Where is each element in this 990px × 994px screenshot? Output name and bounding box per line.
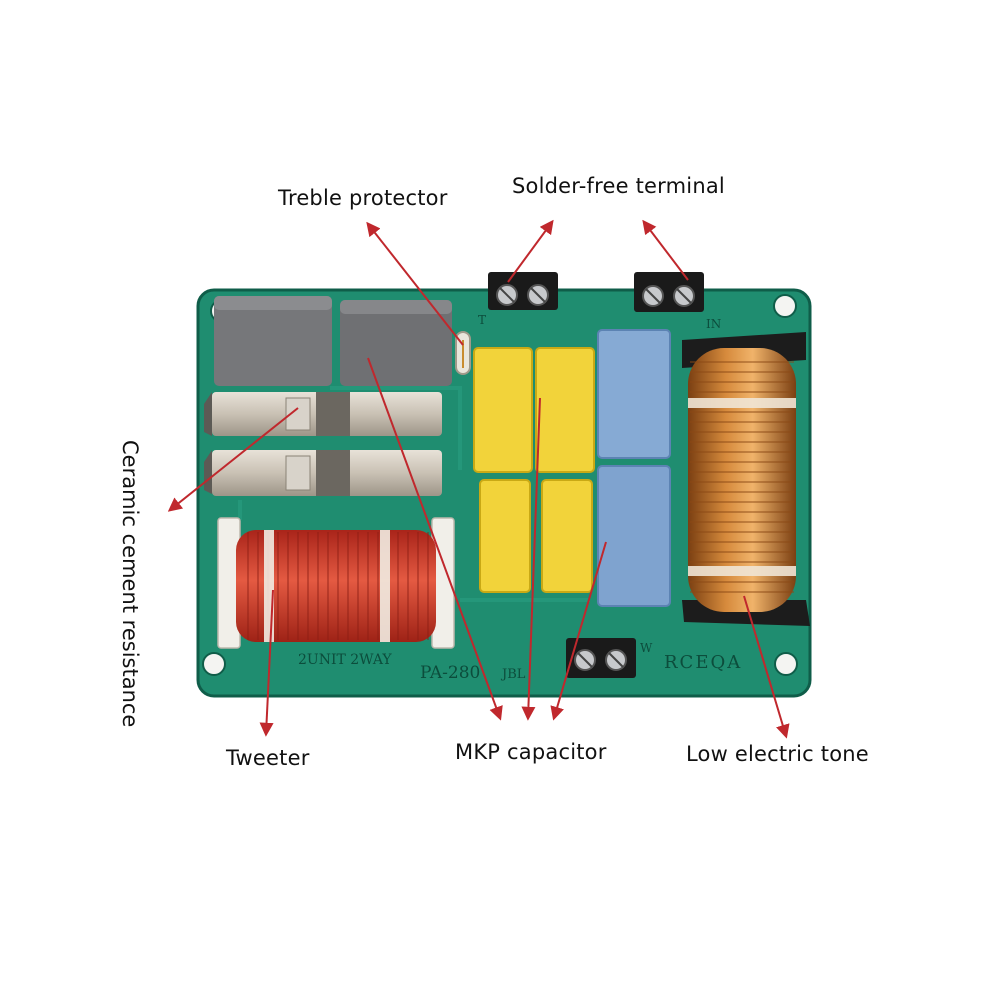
label-solder-free-terminal: Solder-free terminal — [512, 174, 725, 198]
ceramic-resistor-top — [204, 392, 442, 436]
silkscreen-maker: RCEQA — [664, 652, 742, 673]
silkscreen-model: PA-280 — [420, 663, 480, 683]
arrow-tweeter — [259, 589, 274, 737]
mkp-capacitors-yellow — [473, 347, 595, 593]
silkscreen-brand: JBL — [500, 667, 526, 682]
low-frequency-inductor — [682, 332, 810, 626]
silkscreen-w: W — [640, 641, 653, 655]
mkp-capacitors-blue — [597, 329, 671, 607]
label-mkp-capacitor: MKP capacitor — [455, 740, 607, 764]
grey-capacitor-left — [214, 296, 332, 386]
arrow-mkp-1 — [367, 357, 503, 721]
silkscreen-config: 2UNIT 2WAY — [298, 652, 392, 668]
arrow-treble-protector — [366, 221, 464, 346]
arrow-low-tone — [743, 595, 790, 739]
terminal-bottom — [566, 638, 636, 678]
label-low-electric-tone: Low electric tone — [686, 742, 869, 766]
mounting-hole — [773, 294, 797, 318]
grey-capacitor-right — [340, 300, 452, 386]
label-tweeter: Tweeter — [226, 746, 310, 770]
silkscreen-t: T — [478, 313, 486, 327]
terminal-top-left — [488, 272, 558, 310]
arrow-ceramic-resistance — [167, 407, 299, 512]
callout-arrows — [167, 219, 790, 739]
arrow-terminal-right — [642, 219, 689, 281]
terminal-top-right — [634, 272, 704, 312]
arrow-mkp-3 — [550, 541, 607, 721]
mounting-hole — [202, 652, 226, 676]
ceramic-resistor-bottom — [204, 450, 442, 496]
tweeter-inductor — [217, 517, 455, 649]
label-treble-protector: Treble protector — [278, 186, 448, 210]
silkscreen-in: IN — [706, 317, 721, 331]
mounting-hole — [774, 652, 798, 676]
arrow-terminal-left — [507, 219, 554, 283]
arrow-mkp-2 — [521, 397, 541, 721]
label-ceramic-cement-resistance: Ceramic cement resistance — [118, 440, 142, 728]
